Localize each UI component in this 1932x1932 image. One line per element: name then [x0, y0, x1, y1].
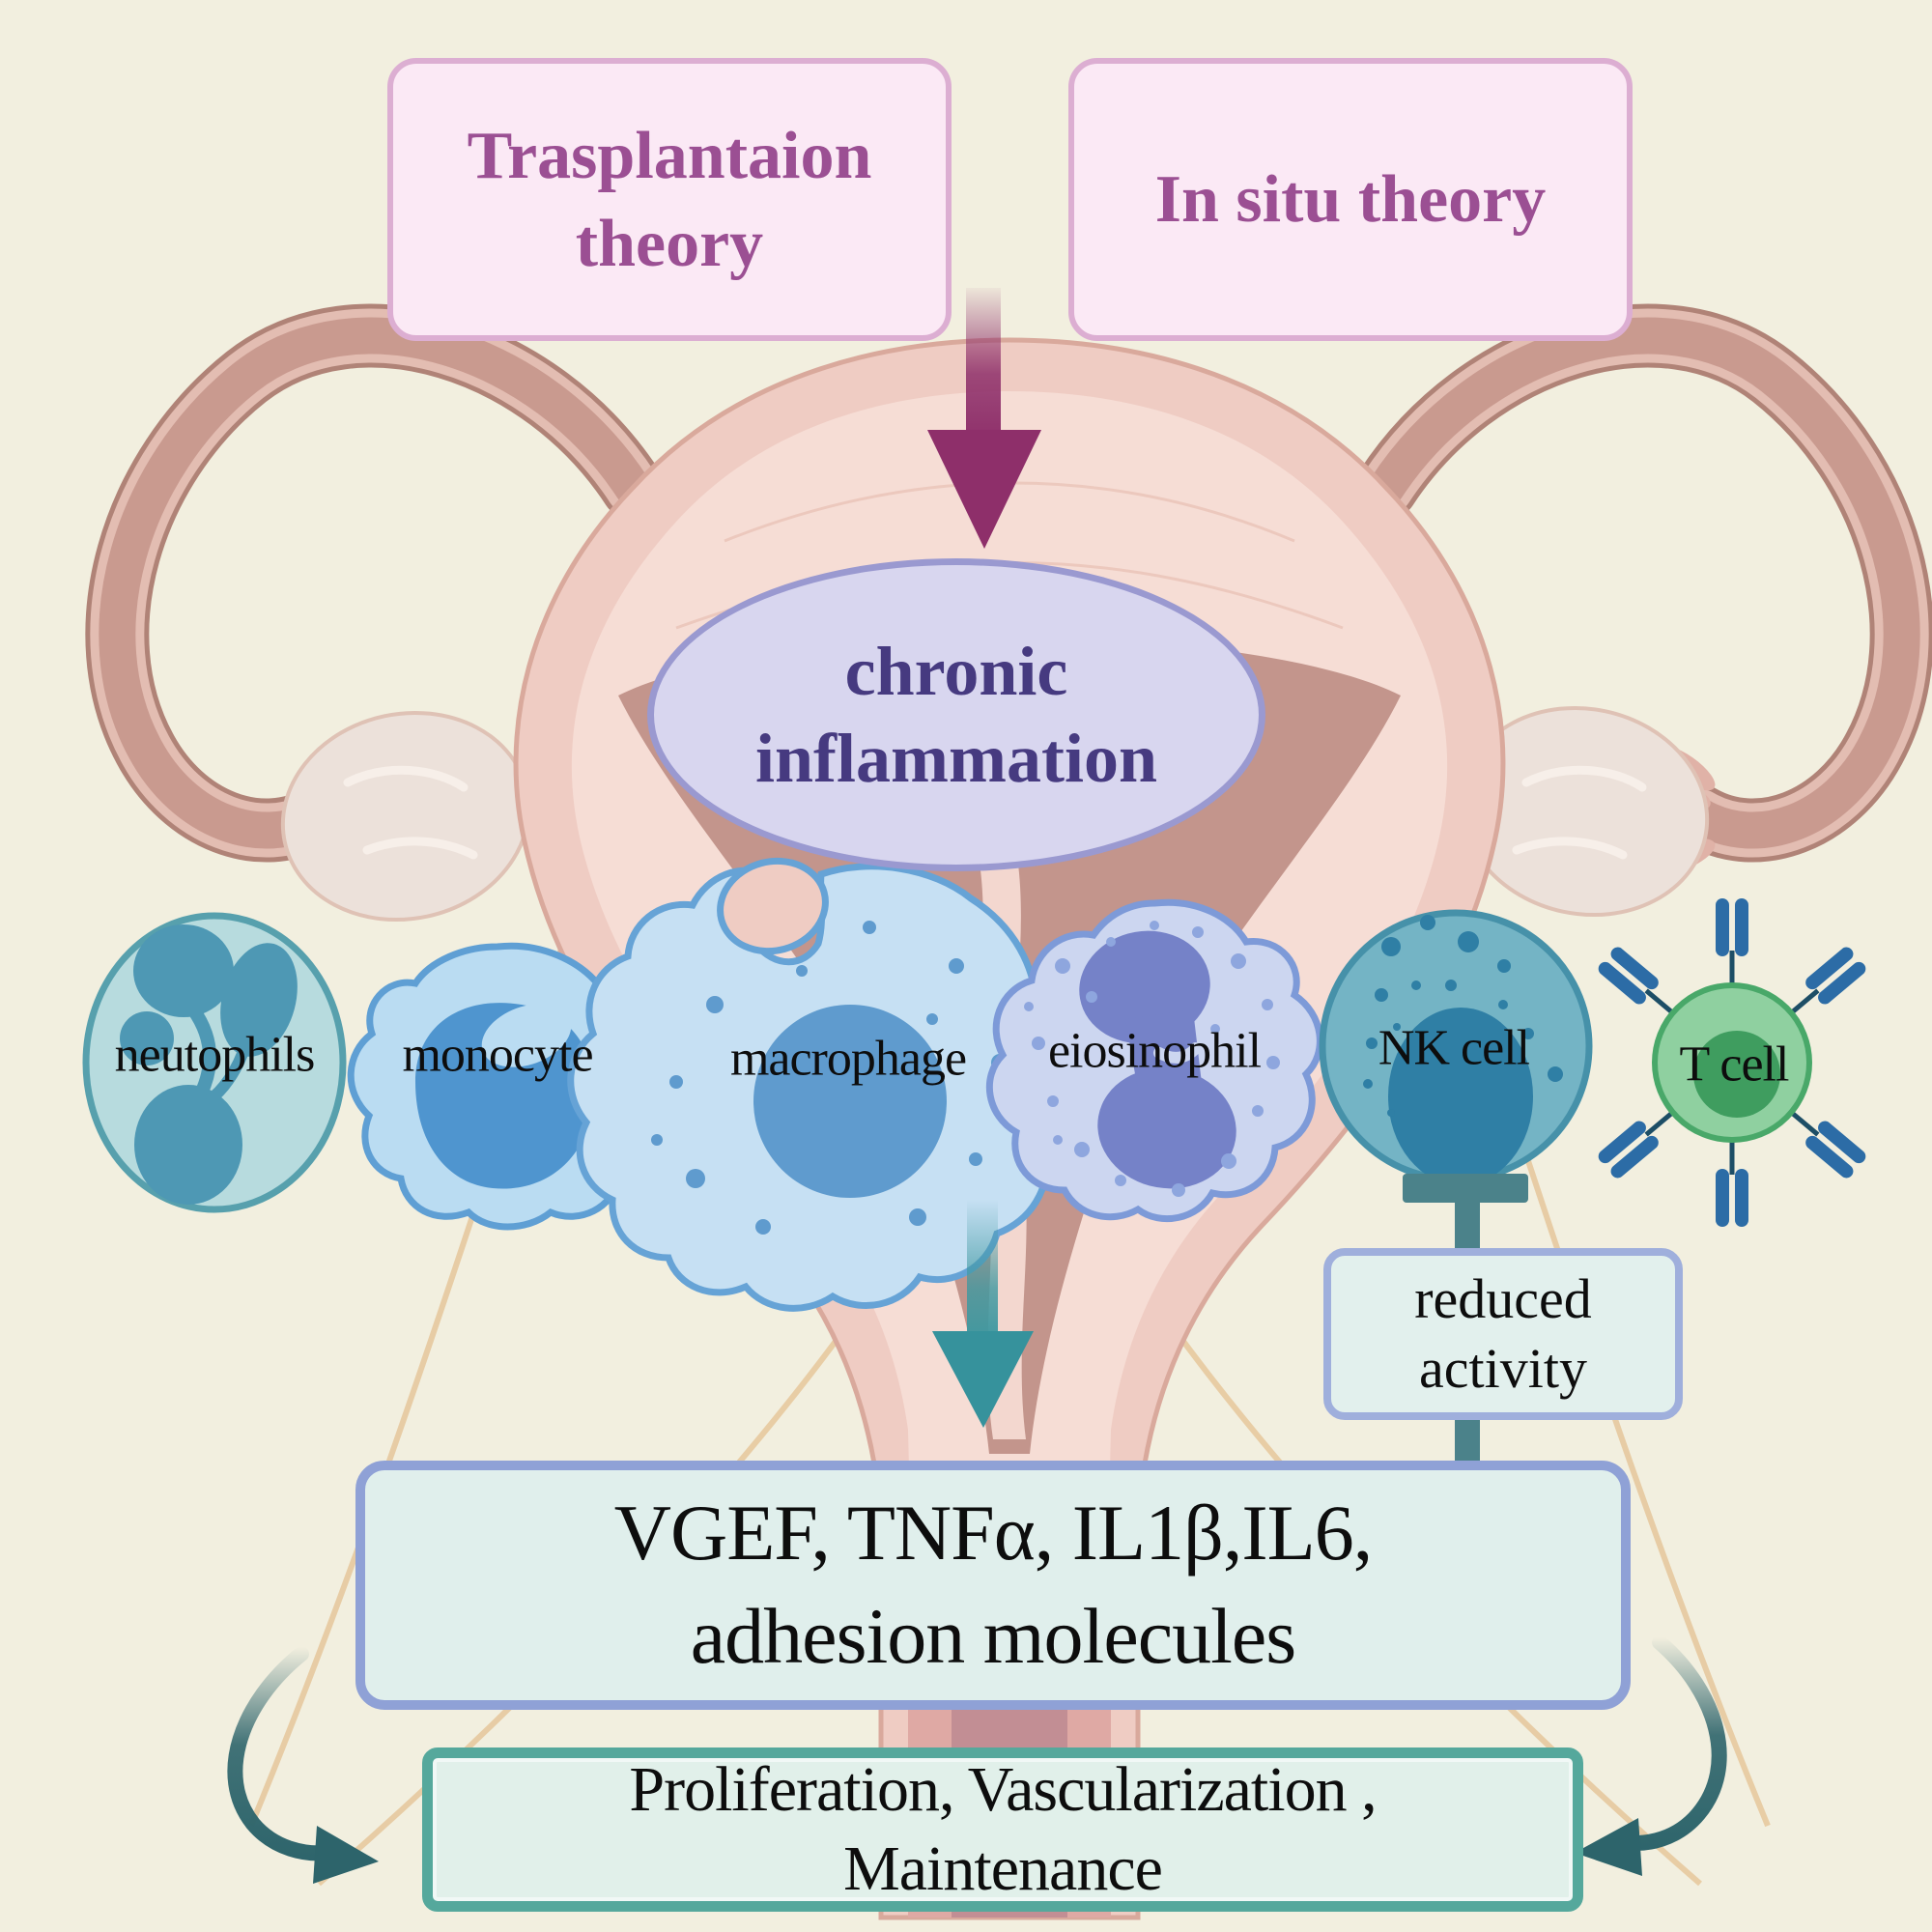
chronic-inflammation-node: chronic inflammation	[647, 558, 1265, 871]
reduced-activity-label: reduced activity	[1414, 1266, 1592, 1401]
theory-box-transplantation: Trasplantaion theory	[387, 58, 952, 341]
theory-box-in-situ-label: In situ theory	[1154, 162, 1547, 237]
arrow-theories-to-inflammation	[927, 288, 1041, 549]
t-cell-nucleus	[1693, 1031, 1780, 1118]
fallopian-tube-left	[85, 303, 665, 863]
macrophage-label: macrophage	[729, 1031, 967, 1087]
t-cell-label: T cell	[1679, 1037, 1790, 1093]
nk-nucleus	[1388, 1008, 1533, 1185]
neutrophil-cell	[82, 912, 347, 1213]
macrophage-nucleus	[753, 1005, 947, 1198]
t-cell	[1598, 898, 1866, 1227]
theory-box-transplantation-label: Trasplantaion theory	[467, 118, 872, 281]
eosinophil-granules	[1024, 921, 1280, 1197]
chronic-inflammation-label: chronic inflammation	[754, 633, 1157, 797]
macrophage-notch	[717, 857, 829, 955]
outcomes-label: Proliferation, Vascularization , Mainten…	[629, 1753, 1377, 1905]
nk-granules	[1363, 915, 1563, 1117]
mediators-label: VGEF, TNFα, IL1β,IL6, adhesion molecules	[613, 1489, 1373, 1680]
eosinophil-cell	[985, 898, 1323, 1223]
macrophage-granules	[651, 921, 1009, 1235]
arrow-cells-to-mediators	[932, 1200, 1034, 1428]
neutrophil-nucleus	[120, 924, 298, 1205]
monocyte-label: monocyte	[402, 1027, 593, 1083]
reduced-activity-box: reduced activity	[1323, 1248, 1683, 1420]
mediators-box: VGEF, TNFα, IL1β,IL6, adhesion molecules	[355, 1461, 1631, 1710]
outcomes-box: Proliferation, Vascularization , Mainten…	[422, 1747, 1583, 1912]
nk-cell-label: NK cell	[1378, 1020, 1530, 1076]
curved-arrow-left	[227, 1646, 379, 1884]
neutrophil-label: neutophils	[114, 1027, 316, 1083]
fallopian-tube-right	[1354, 303, 1932, 863]
theory-box-in-situ: In situ theory	[1068, 58, 1633, 341]
macrophage-cell	[567, 857, 1065, 1312]
eosinophil-label: eiosinophil	[1047, 1023, 1262, 1079]
curved-arrow-right	[1575, 1634, 1727, 1876]
ovary-left	[280, 710, 531, 923]
